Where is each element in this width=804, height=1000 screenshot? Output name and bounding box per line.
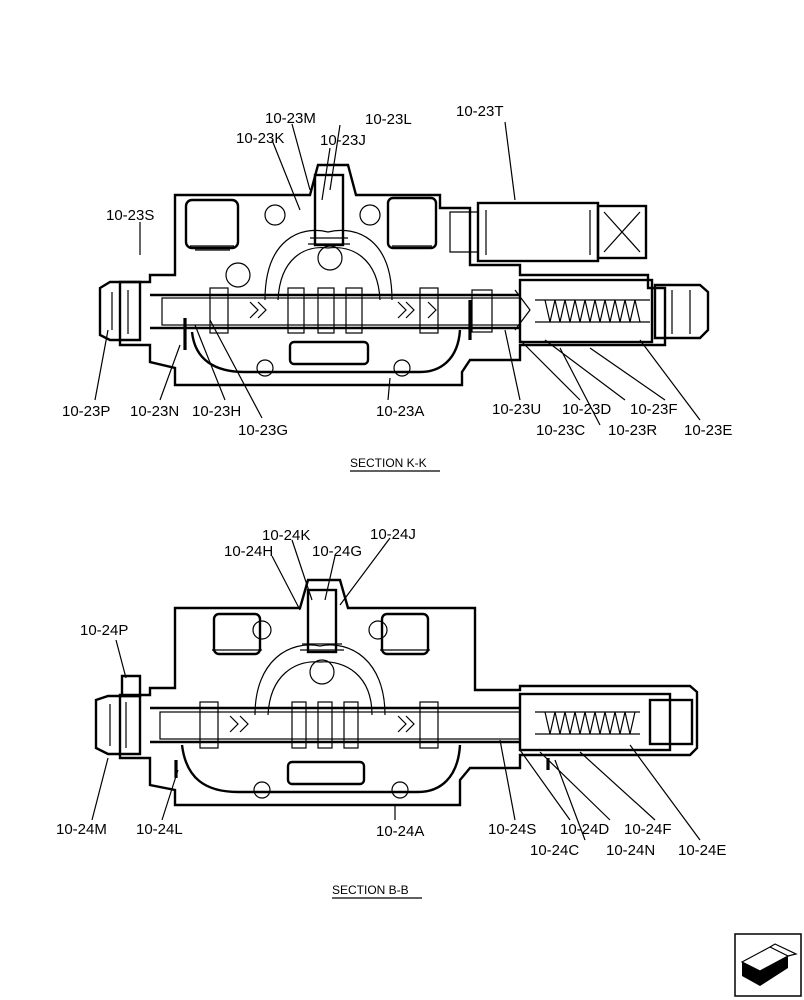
label-10-24N: 10-24N: [606, 842, 655, 859]
label-10-23H: 10-23H: [192, 403, 241, 420]
section-b-b-caption: SECTION B-B: [332, 883, 409, 897]
label-10-24F: 10-24F: [624, 821, 672, 838]
label-10-24P: 10-24P: [80, 622, 128, 639]
label-10-23S: 10-23S: [106, 207, 154, 224]
label-10-23P: 10-23P: [62, 403, 110, 420]
label-10-23M: 10-23M: [265, 110, 316, 127]
label-10-23U: 10-23U: [492, 401, 541, 418]
section-b-b-labels: 10-24K 10-24J 10-24H 10-24G 10-24P 10-24…: [56, 526, 726, 859]
section-b-b-drawing: 10-24K 10-24J 10-24H 10-24G 10-24P 10-24…: [56, 526, 726, 899]
section-k-k-caption: SECTION K-K: [350, 456, 427, 470]
label-10-23N: 10-23N: [130, 403, 179, 420]
label-10-24H: 10-24H: [224, 543, 273, 560]
label-10-23D: 10-23D: [562, 401, 611, 418]
label-10-24L: 10-24L: [136, 821, 183, 838]
label-10-24C: 10-24C: [530, 842, 579, 859]
label-10-23F: 10-23F: [630, 401, 678, 418]
label-10-23E: 10-23E: [684, 422, 732, 439]
spool-lands-b: [199, 701, 439, 749]
label-10-23A: 10-23A: [376, 403, 424, 420]
label-10-24M: 10-24M: [56, 821, 107, 838]
section-k-k-drawing: 10-23M 10-23L 10-23K 10-23J 10-23T 10-23…: [62, 103, 732, 472]
section-k-k-labels: 10-23M 10-23L 10-23K 10-23J 10-23T 10-23…: [62, 103, 732, 439]
label-10-24G: 10-24G: [312, 543, 362, 560]
label-10-24E: 10-24E: [678, 842, 726, 859]
label-10-24D: 10-24D: [560, 821, 609, 838]
label-10-23G: 10-23G: [238, 422, 288, 439]
label-10-23R: 10-23R: [608, 422, 657, 439]
label-10-23J: 10-23J: [320, 132, 366, 149]
spool-lands-k: [209, 287, 493, 334]
label-10-23T: 10-23T: [456, 103, 504, 120]
page-arrow-icon[interactable]: [734, 933, 802, 997]
label-10-24A: 10-24A: [376, 823, 424, 840]
label-10-23C: 10-23C: [536, 422, 585, 439]
label-10-24J: 10-24J: [370, 526, 416, 543]
label-10-23K: 10-23K: [236, 130, 284, 147]
label-10-24S: 10-24S: [488, 821, 536, 838]
label-10-24K: 10-24K: [262, 527, 310, 544]
label-10-23L: 10-23L: [365, 111, 412, 128]
